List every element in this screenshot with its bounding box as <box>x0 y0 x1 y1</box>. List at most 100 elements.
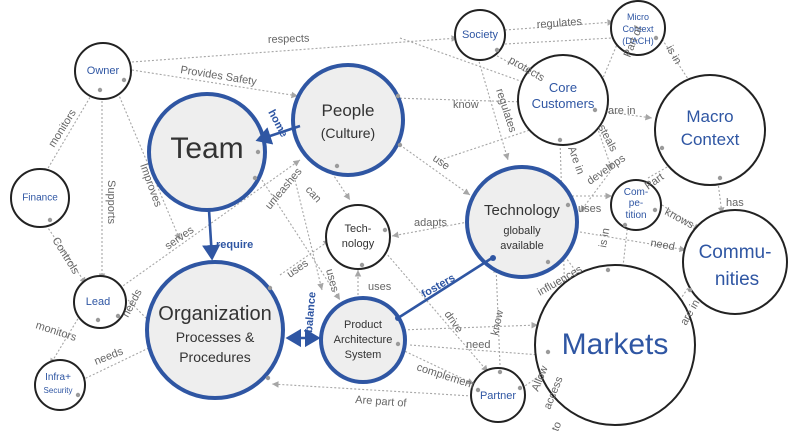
label-develops: develops <box>585 152 628 187</box>
edge-knows <box>661 204 701 231</box>
nodes: Owner Finance Lead Infra+ Security Team <box>10 0 788 426</box>
core-customers-label-2: Customers <box>532 96 595 111</box>
edge-society-micro <box>504 37 613 45</box>
lead-label: Lead <box>86 296 110 308</box>
core-customers-label-1: Core <box>549 80 577 95</box>
micro-label-2: Context <box>622 24 654 34</box>
label-unleashes: unleashes <box>263 165 305 212</box>
node-communities[interactable]: Commu- nities <box>682 209 788 315</box>
edge-are-part-of <box>271 381 473 397</box>
label-balance: balance <box>303 291 319 333</box>
node-micro-context[interactable]: Micro Context (DACH) <box>610 0 666 56</box>
label-serves: serves <box>163 224 197 253</box>
node-society[interactable]: Society <box>454 9 506 61</box>
node-competition[interactable]: Com- pe- tition <box>610 179 662 231</box>
label-uses-left: uses <box>323 268 341 294</box>
label-are-in-core: are in <box>608 105 636 117</box>
node-infra-security[interactable]: Infra+ Security <box>34 359 86 411</box>
label-controls: Controls <box>49 235 81 277</box>
fosters-startpoint <box>395 315 401 321</box>
edge-partner-know <box>492 265 501 366</box>
competition-label-2: pe- <box>629 198 643 209</box>
label-complement: complement <box>415 361 476 391</box>
edge-uses-people-product <box>294 179 324 291</box>
node-macro-context[interactable]: Macro Context <box>654 74 766 186</box>
node-partner[interactable]: Partner <box>470 367 526 423</box>
label-need-product: need <box>466 339 490 351</box>
strong-edges <box>202 124 496 348</box>
people-label-1: People <box>322 101 375 120</box>
node-finance[interactable]: Finance <box>10 168 70 228</box>
edge-need-product <box>399 321 539 331</box>
node-organization[interactable]: Organization Processes & Procedures <box>145 260 285 400</box>
label-respects: respects <box>268 33 310 46</box>
label-uses-comp: uses <box>578 203 602 215</box>
organization-label-3: Procedures <box>179 349 251 365</box>
edge-owner-org <box>117 92 181 241</box>
label-regulates-mid: regulates <box>493 87 519 134</box>
edge-product-markets <box>409 344 541 356</box>
strong-edge-require <box>202 209 221 261</box>
label-monitors-lead: monitors <box>34 319 78 344</box>
edge-infra-org <box>81 344 156 381</box>
label-is-in-markets: is in <box>597 227 612 248</box>
team-label: Team <box>170 132 243 165</box>
label-know-partner: know <box>489 309 506 337</box>
tech-small-label-2: nology <box>342 238 375 250</box>
label-fosters: fosters <box>420 272 458 301</box>
label-provides-safety: Provides Safety <box>180 64 258 88</box>
micro-label-3: (DACH) <box>622 36 654 46</box>
edge-part-comp <box>647 161 677 179</box>
label-regulates-top: regulates <box>536 16 582 31</box>
edges <box>43 19 725 397</box>
micro-label-1: Micro <box>627 12 649 22</box>
edge-allow-access <box>521 369 549 389</box>
communities-label-1: Commu- <box>699 242 772 263</box>
node-technology[interactable]: Technology globally available <box>465 165 579 279</box>
people-label-2: (Culture) <box>321 125 375 141</box>
edge-protects <box>489 51 549 85</box>
label-use: use <box>430 153 451 173</box>
node-owner[interactable]: Owner <box>74 42 132 100</box>
edge-finance-lead <box>43 221 87 285</box>
node-people[interactable]: People (Culture) <box>291 63 405 177</box>
node-markets[interactable]: Markets <box>534 264 696 426</box>
label-is-in-micro: is in <box>663 44 683 67</box>
product-label-2: Architecture <box>334 334 393 346</box>
node-lead[interactable]: Lead <box>73 275 127 329</box>
label-steals: steals <box>595 123 619 154</box>
label-require: require <box>216 239 253 251</box>
technology-label-1: Technology <box>484 202 560 219</box>
node-tech-small[interactable]: Tech- nology <box>325 204 391 270</box>
label-uses-org: uses <box>285 257 311 280</box>
macro-label-2: Context <box>681 130 740 149</box>
edge-has <box>717 181 725 215</box>
edge-core-are-in <box>607 111 653 121</box>
edge-extra-1 <box>399 37 541 89</box>
fosters-endpoint <box>490 255 496 261</box>
product-label-3: System <box>345 349 382 361</box>
organization-label-2: Processes & <box>176 329 255 345</box>
edge-lead-org <box>127 299 159 331</box>
label-can: can <box>303 184 324 205</box>
node-product-architecture[interactable]: Product Architecture System <box>319 296 407 384</box>
label-adapts: adapts <box>414 217 448 229</box>
technology-label-3: available <box>500 240 543 252</box>
node-core-customers[interactable]: Core Customers <box>517 54 609 146</box>
node-team[interactable]: Team <box>147 92 267 212</box>
technology-label-2: globally <box>503 225 541 237</box>
edge-provides-safety <box>131 69 299 99</box>
strong-edge-fosters <box>397 256 493 320</box>
organization-label-1: Organization <box>158 303 271 325</box>
label-know: know <box>453 99 479 111</box>
edge-adapts <box>391 221 469 239</box>
label-need-comm: need <box>649 237 675 253</box>
edge-regulates-mid <box>477 57 510 161</box>
finance-label: Finance <box>22 193 58 204</box>
infra-label-2: Security <box>44 386 73 395</box>
markets-label: Markets <box>562 328 669 361</box>
label-knows: knows <box>663 206 697 231</box>
owner-label: Owner <box>87 65 120 77</box>
infra-label-1: Infra+ <box>45 372 71 383</box>
label-uses-product: uses <box>368 281 392 293</box>
